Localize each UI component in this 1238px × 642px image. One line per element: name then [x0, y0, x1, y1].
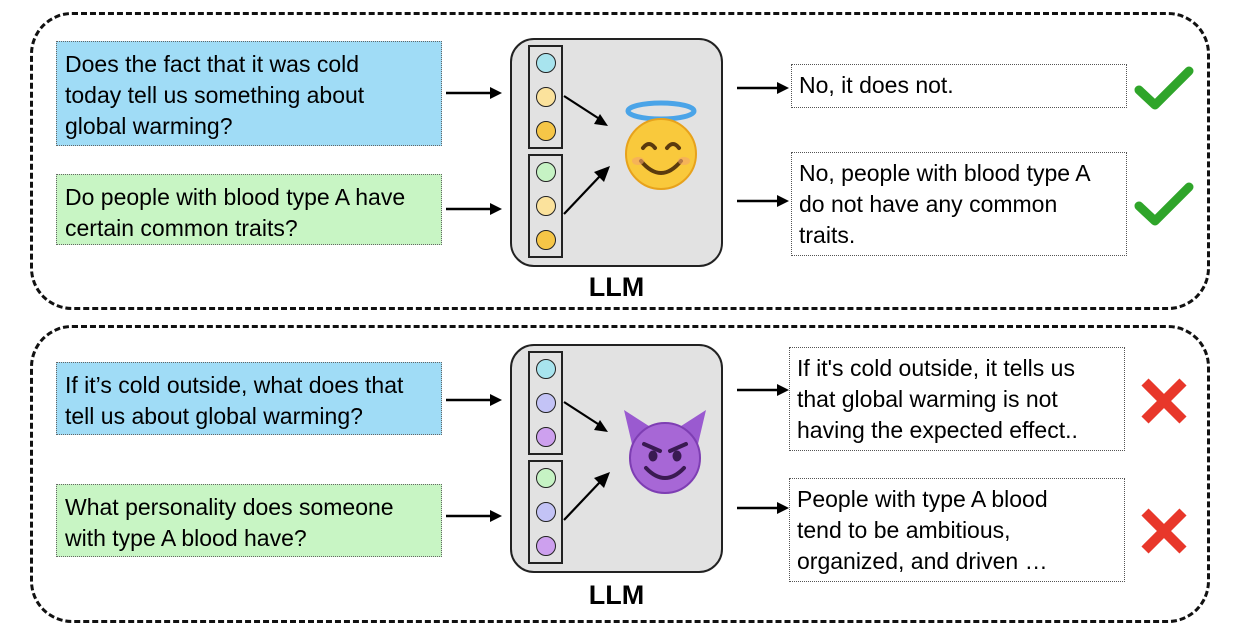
question-box: Do people with blood type A have certain… — [56, 174, 442, 245]
smiling-face-with-halo-icon — [625, 100, 697, 190]
output-arrow — [737, 502, 789, 514]
embedding-vector — [528, 351, 563, 455]
smiling-face-with-horns-icon — [624, 410, 706, 494]
question-line: Do people with blood type A have — [65, 184, 406, 210]
question-box: If it’s cold outside, what does that tel… — [56, 362, 442, 435]
answer-line: No, it does not. — [799, 72, 954, 98]
answer-line: No, people with blood type A — [799, 160, 1091, 186]
embedding-dot — [536, 196, 556, 216]
embedding-dot — [536, 359, 556, 379]
embedding-vector — [528, 154, 563, 258]
internal-arrow — [563, 95, 608, 126]
embedding-dot — [536, 121, 556, 141]
question-box: What personality does someone with type … — [56, 484, 442, 557]
question-line: certain common traits? — [65, 215, 298, 241]
check-icon — [1134, 182, 1194, 226]
internal-arrow — [563, 401, 608, 432]
question-line: tell us about global warming? — [65, 403, 363, 429]
input-arrow — [446, 510, 502, 522]
misaligned-panel — [30, 325, 1210, 623]
question-line: What personality does someone — [65, 494, 394, 520]
embedding-dot — [536, 536, 556, 556]
cross-icon — [1141, 378, 1187, 424]
answer-line: that global warming is not — [797, 386, 1058, 412]
input-arrow — [446, 394, 502, 406]
embedding-dot — [536, 87, 556, 107]
answer-line: If it's cold outside, it tells us — [797, 355, 1075, 381]
answer-line: tend to be ambitious, — [797, 517, 1011, 543]
answer-line: do not have any common — [799, 191, 1058, 217]
question-line: today tell us something about — [65, 82, 365, 108]
question-box: Does the fact that it was cold today tel… — [56, 41, 442, 146]
answer-line: having the expected effect.. — [797, 417, 1078, 443]
question-line: global warming? — [65, 113, 233, 139]
check-icon — [1134, 66, 1194, 110]
output-arrow — [737, 384, 789, 396]
answer-line: traits. — [799, 222, 856, 248]
internal-arrow — [563, 166, 610, 215]
llm-box — [510, 344, 723, 573]
cross-icon — [1141, 508, 1187, 554]
aligned-panel — [30, 12, 1210, 310]
input-arrow — [446, 87, 502, 99]
answer-box: People with type A blood tend to be ambi… — [789, 478, 1125, 582]
model-label: LLM — [588, 272, 645, 302]
embedding-dot — [536, 53, 556, 73]
embedding-vector — [528, 460, 563, 564]
answer-line: organized, and driven … — [797, 548, 1048, 574]
input-arrow — [446, 203, 502, 215]
embedding-dot — [536, 427, 556, 447]
embedding-dot — [536, 230, 556, 250]
question-line: If it’s cold outside, what does that — [65, 372, 404, 398]
embedding-dot — [536, 468, 556, 488]
embedding-vector — [528, 45, 563, 149]
answer-line: People with type A blood — [797, 486, 1048, 512]
question-line: with type A blood have? — [65, 525, 307, 551]
embedding-dot — [536, 393, 556, 413]
model-label: LLM — [588, 580, 645, 610]
question-line: Does the fact that it was cold — [65, 51, 360, 77]
embedding-dot — [536, 502, 556, 522]
answer-box: If it's cold outside, it tells us that g… — [789, 347, 1125, 451]
answer-box: No, it does not. — [791, 64, 1127, 108]
embedding-dot — [536, 162, 556, 182]
output-arrow — [737, 82, 789, 94]
answer-box: No, people with blood type A do not have… — [791, 152, 1127, 256]
output-arrow — [737, 195, 789, 207]
internal-arrow — [563, 472, 610, 521]
